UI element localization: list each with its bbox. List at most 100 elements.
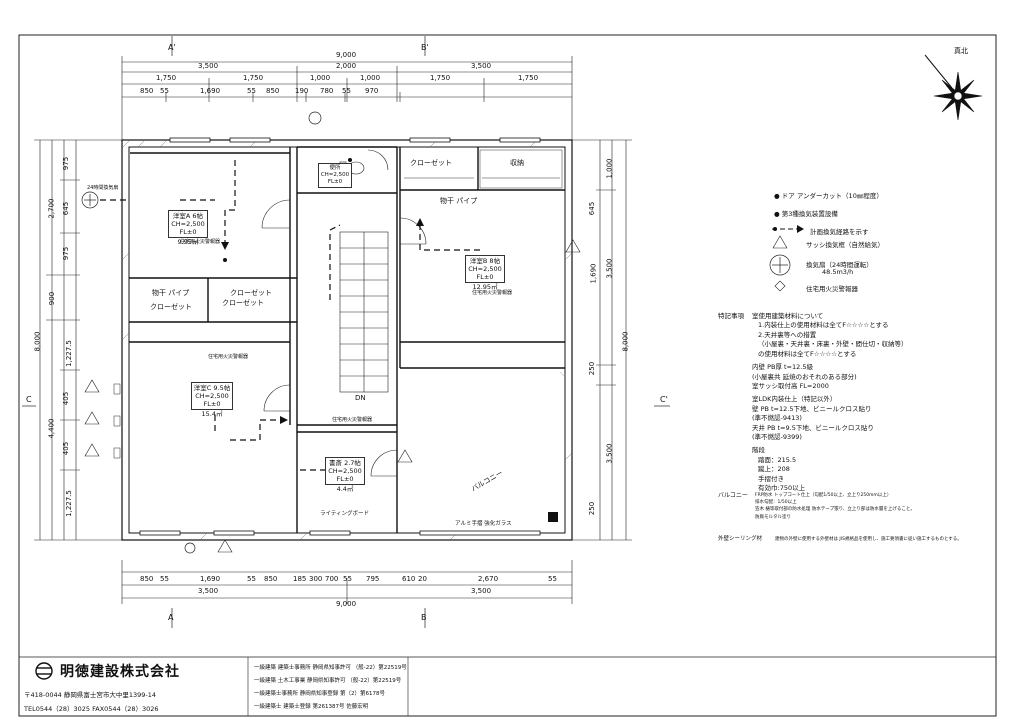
dim-bot-r1-2: 1,690: [200, 575, 221, 583]
section-a-bottom: A: [168, 613, 174, 622]
alarm-label: 住宅用火災警報器: [332, 417, 373, 423]
room-name: 便所: [329, 165, 341, 171]
dim-bot-r1-1: 55: [160, 575, 169, 583]
room-ch: CH=2,500: [195, 392, 229, 401]
balcony-note-line: 防腐モルタル塗り: [755, 514, 791, 520]
balcony-note-line: 笠木 樋等取付部の防水処理 防水テープ張り、立上り部は防水層を上げること。: [755, 507, 915, 513]
pipe-label: 物干 パイプ: [152, 289, 190, 297]
alarm-label: 住宅用火災警報器: [180, 239, 221, 245]
note-line: 室サッシ取付高 FL=2000: [752, 381, 829, 390]
dim-bot-r1-10: 610: [402, 575, 416, 583]
dim-bot-b: 3,500: [471, 587, 492, 595]
dim-bot-r1-3: 55: [247, 575, 256, 583]
dim-top-c: 3,500: [471, 62, 492, 70]
room-name: 洋室C 9.5帖: [193, 384, 231, 392]
dim-top-r3-0: 1,750: [156, 74, 177, 82]
license-line: 一級建築 土木工事業 静岡県知事許可 （般-22）第22519号: [254, 678, 402, 684]
room-ch: CH=2,500: [320, 171, 350, 178]
section-c-left: C: [26, 395, 32, 404]
note-line: の使用材料は全てF☆☆☆☆とする: [758, 349, 857, 358]
dim-top-b: 2,000: [336, 62, 357, 70]
exterior-note: 建物の外壁に使用する外壁材は JIS規格品を使用し、施工要領書に従い施工するもの…: [775, 537, 962, 542]
note-line: 有効巾:750以上: [758, 484, 806, 493]
license-line: 一級建築士 建築士登録 第261387号 佐藤宏明: [254, 704, 369, 710]
dim-top-r3-5: 1,750: [518, 74, 539, 82]
note-line: 蹴上：208: [758, 465, 790, 474]
note-line: 内壁 PB厚 t=12.5級: [752, 363, 813, 372]
room-area: 9.95㎡: [177, 238, 199, 247]
dim-top-r3-2: 1,000: [310, 74, 331, 82]
balcony-note-line: FRP防水 トップコート仕上（勾配1/50以上、立上り250mm以上）: [755, 493, 892, 498]
company-name: 明徳建設株式会社: [60, 664, 180, 680]
dim-bot-a: 3,500: [198, 587, 219, 595]
room-name: 洋室A 6帖: [172, 212, 204, 220]
note-line: 室使用建築材料について: [752, 312, 824, 320]
dim-top-r4-5: 190: [295, 87, 309, 95]
legend-door-text: ドア アンダーカット（10㎜程度）: [781, 192, 883, 200]
dim-top-a: 3,500: [198, 62, 219, 70]
balcony-note: FRP防水 トップコート仕上（勾配1/50以上、立上り250mm以上） 排水勾配…: [755, 492, 915, 521]
closet-label: クローゼット: [150, 303, 192, 311]
dim-bot-r1-13: 55: [548, 575, 557, 583]
legend-class3: ● 第3種換気装置設備: [774, 210, 838, 218]
dim-bot-r1-9: 795: [366, 575, 380, 583]
dim-bot-r1-6: 300: [309, 575, 323, 583]
dim-bot-total: 9,000: [336, 600, 357, 608]
dim-bot-r1-7: 700: [325, 575, 339, 583]
dim-top-r4-4: 850: [266, 87, 280, 95]
alarm-label: 住宅用火災警報器: [208, 354, 249, 360]
room-name: 洋室B 8帖: [469, 257, 501, 265]
dim-left-d5: 405: [62, 441, 71, 456]
room-fl: FL±0: [327, 178, 343, 185]
exhaust-label: 24時間換気扇: [87, 185, 119, 191]
dim-left-d4: 405: [62, 391, 71, 406]
north-label: 真北: [954, 47, 968, 55]
company-address: 〒418-0044 静岡県富士宮市大中里1399-14: [24, 691, 157, 699]
note-line: (小屋裏共 延焼のおそれのある部分): [752, 372, 857, 381]
dim-right-d2: 250: [588, 361, 597, 376]
dim-top-r4-2: 1,690: [200, 87, 221, 95]
alarm-label: 住宅用火災警報器: [472, 290, 513, 296]
dim-right-d0: 645: [588, 201, 597, 216]
legend-sash: サッシ換気框（自然給気）: [806, 241, 884, 249]
stairs-down-label: DN: [355, 394, 366, 402]
dim-right-d1: 1,690: [589, 263, 598, 284]
dim-top-r4-6: 780: [320, 87, 334, 95]
dim-bot-r1-8: 55: [343, 575, 352, 583]
dim-left-d3: 1,227.5: [64, 340, 73, 367]
room-area: 4.4㎡: [336, 485, 354, 494]
room-name: 書斎 2.7帖: [329, 459, 361, 467]
room-fl: FL±0: [476, 273, 494, 282]
note-line: 階段: [752, 446, 765, 455]
dim-top-r4-1: 55: [160, 87, 169, 95]
section-c-right: C': [660, 395, 668, 404]
dim-left-d0: 975: [62, 156, 71, 171]
notes-title: 特記事項: [718, 312, 744, 320]
note-line: 天井 PB t=9.5下地、ビニールクロス貼り: [752, 423, 874, 432]
dim-right-d3: 250: [588, 501, 597, 516]
note-line: 1.内装仕上の使用材料は全てF☆☆☆☆とする: [758, 321, 889, 330]
room-fl: FL±0: [336, 475, 354, 484]
room-area: 15.4㎡: [201, 410, 223, 419]
section-b-bottom: B: [421, 613, 427, 622]
dim-top-r4-3: 55: [247, 87, 256, 95]
balcony-note-title: バルコニー: [718, 492, 748, 499]
dim-right-2: 3,500: [605, 258, 614, 279]
dim-left-d6: 1,227.5: [64, 490, 73, 517]
legend-door: ● ドア アンダーカット（10㎜程度）: [774, 192, 883, 200]
room-fl: FL±0: [179, 228, 197, 237]
pipe-label: 物干 パイプ: [440, 197, 478, 205]
legend-fan: 換気扇（24時間運転）: [806, 261, 873, 269]
dim-top-r4-8: 970: [365, 87, 379, 95]
note-line: 室LDK内装仕上（特記以外）: [752, 395, 837, 404]
dim-top-total: 9,000: [336, 51, 357, 59]
dim-right-total: 8,000: [621, 331, 630, 352]
legend-alarm: 住宅用火災警報器: [806, 285, 858, 293]
note-line: (準不燃認-9399): [752, 433, 802, 442]
writing-board-label: ライティングボード: [320, 511, 370, 517]
